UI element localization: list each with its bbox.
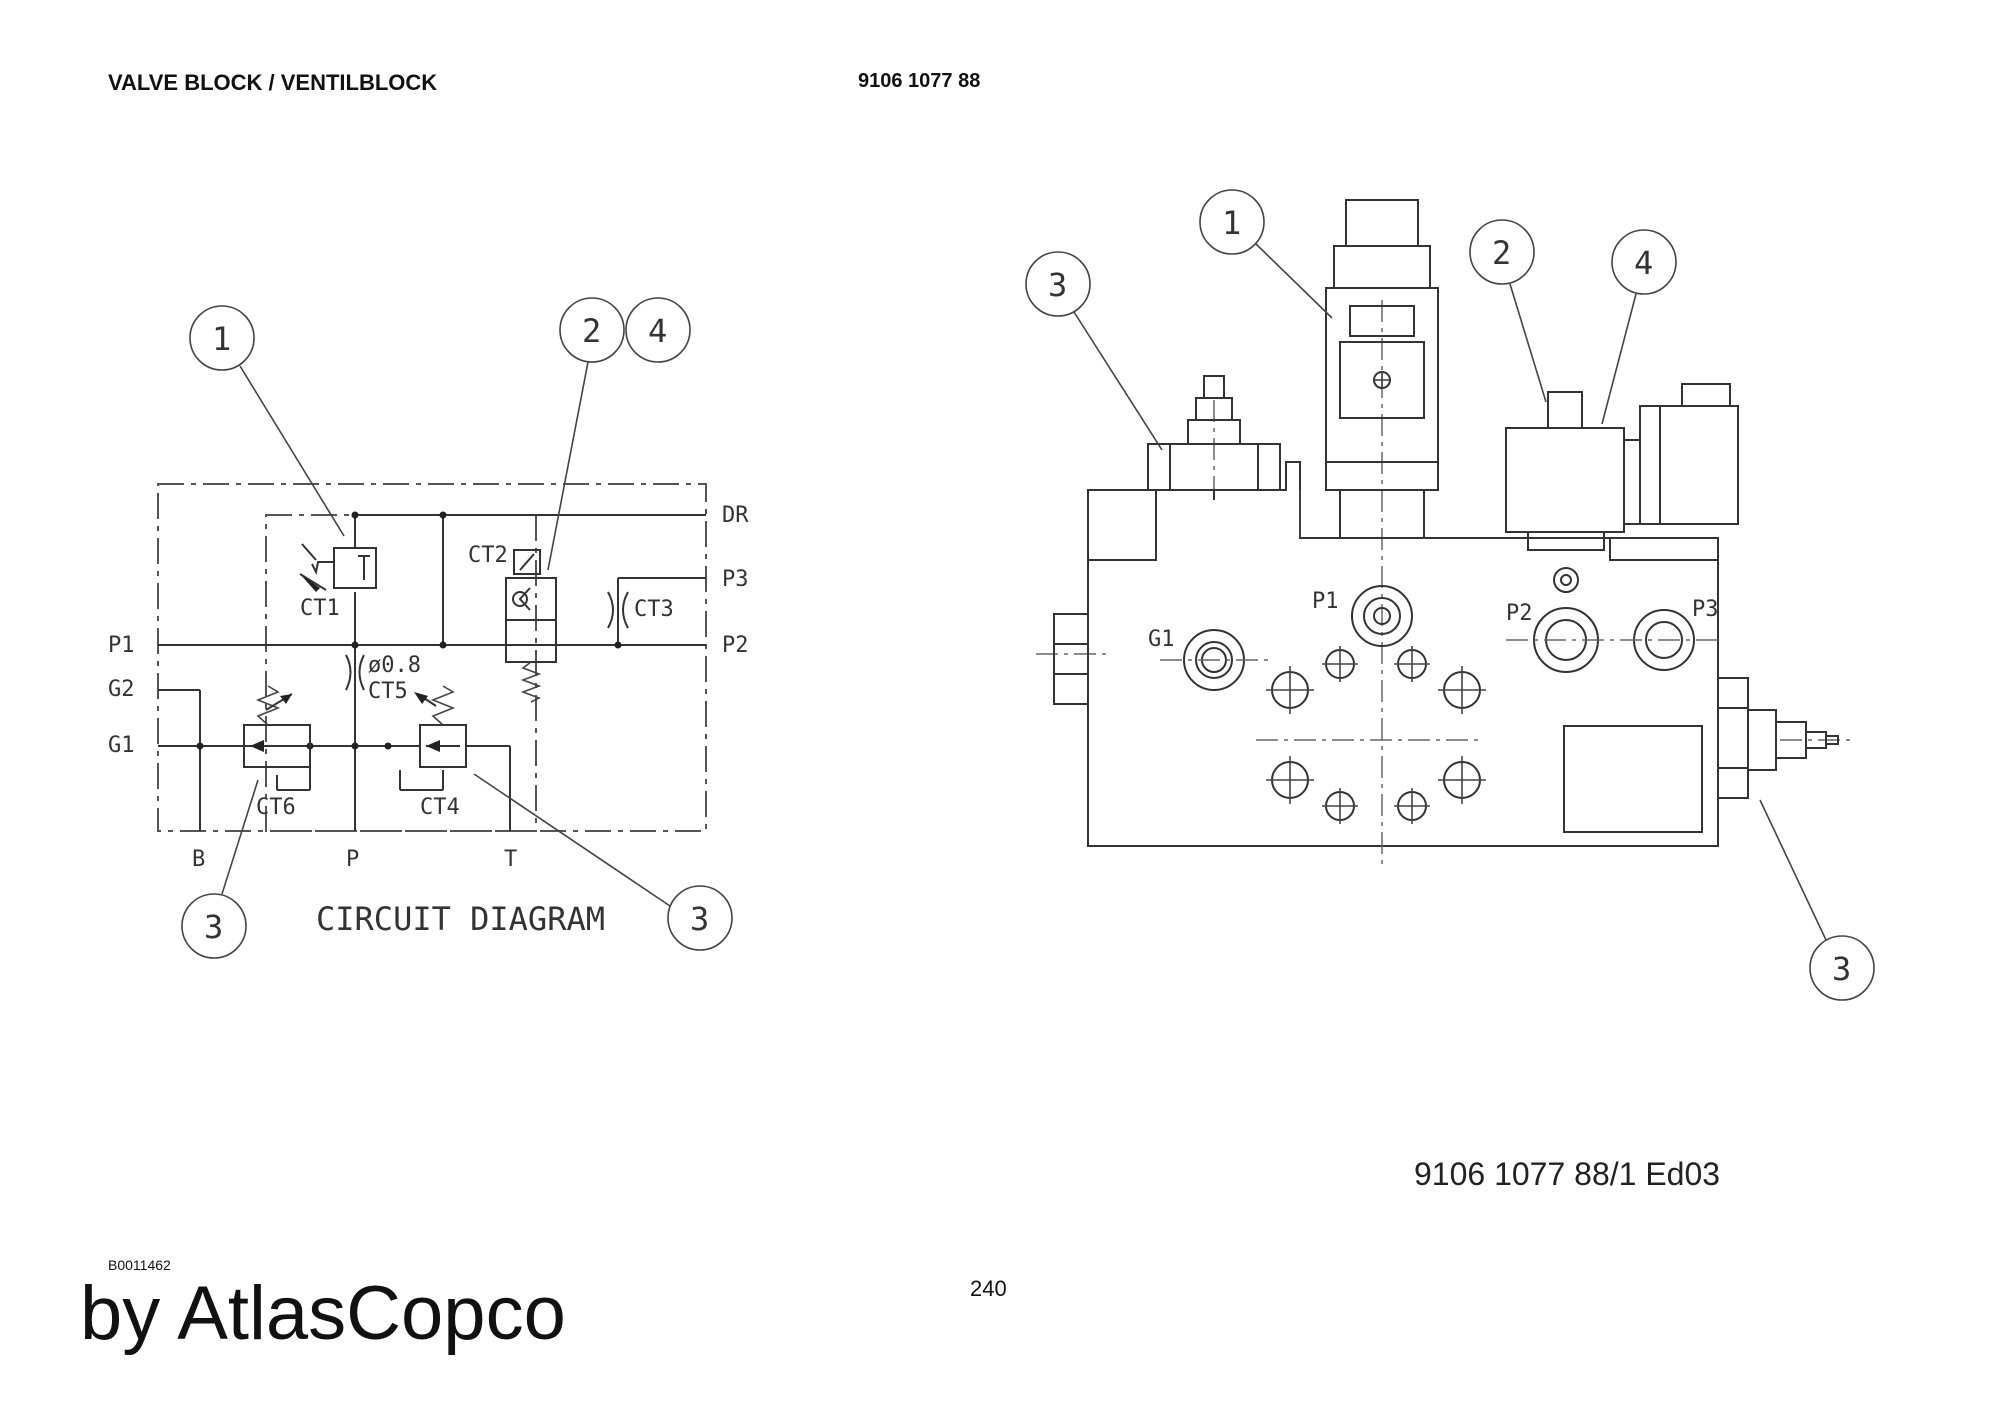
block-port-label-p3: P3	[1692, 597, 1719, 622]
callout-2-circuit: 2	[547, 297, 625, 571]
svg-text:2: 2	[1492, 234, 1511, 272]
block-port-label-p1: P1	[1312, 589, 1339, 614]
component-label-ct4: CT4	[420, 795, 460, 820]
callout-4-block: 4	[1601, 229, 1677, 425]
svg-text:2: 2	[582, 312, 601, 350]
port-label-dr: DR	[722, 503, 749, 528]
right-side-adjuster	[1717, 677, 1839, 799]
svg-text:3: 3	[204, 908, 223, 946]
junction-dots	[196, 511, 622, 750]
callout-4-circuit: 4	[625, 297, 691, 363]
port-p1	[1351, 585, 1413, 647]
component-label-ct5: CT5	[368, 679, 408, 704]
document-id: B0011462	[108, 1257, 171, 1273]
ct2-valve-symbol	[505, 549, 557, 703]
ct1-valve-symbol	[299, 543, 377, 592]
port-label-t: T	[504, 847, 517, 872]
svg-text:1: 1	[212, 320, 231, 358]
port-label-p1: P1	[108, 633, 135, 658]
part-number: 9106 1077 88	[858, 70, 981, 92]
brand-watermark: by AtlasCopco	[80, 1271, 566, 1356]
circuit-diagram: DR P3 P2 P1 G2 G1 B P T CT1 CT2 CT3 CT4 …	[108, 297, 749, 959]
port-label-b: B	[192, 847, 205, 872]
hydraulic-lines	[158, 514, 706, 831]
block-port-label-p2: P2	[1506, 601, 1533, 626]
callout-3-circuit-right: 3	[473, 773, 733, 951]
nameplate	[1563, 725, 1703, 833]
valve-2-solenoid	[1505, 383, 1739, 593]
port-label-g1: G1	[108, 733, 135, 758]
top-relief-valve-nut	[1147, 375, 1281, 500]
callout-1-block: 1	[1199, 189, 1333, 319]
drawing-reference: 9106 1077 88/1 Ed03	[1414, 1156, 1721, 1192]
ct3-orifice-symbol	[607, 591, 629, 629]
callout-2-block: 2	[1469, 219, 1547, 403]
port-label-p2: P2	[722, 633, 749, 658]
page-number: 240	[970, 1276, 1007, 1301]
component-label-ct6: CT6	[256, 795, 296, 820]
outer-block-boundary	[157, 483, 707, 832]
page-title: VALVE BLOCK / VENTILBLOCK	[108, 70, 438, 95]
port-label-g2: G2	[108, 677, 135, 702]
port-label-p3: P3	[722, 567, 749, 592]
block-assembly-view: G1 P1 P2 P3 1 3 2 4 3	[1025, 189, 1875, 1001]
callout-3-block-top: 3	[1025, 251, 1163, 451]
component-label-ct1: CT1	[300, 596, 340, 621]
svg-text:3: 3	[1832, 950, 1851, 988]
svg-text:3: 3	[1048, 266, 1067, 304]
block-port-label-g1: G1	[1148, 627, 1175, 652]
svg-text:3: 3	[690, 900, 709, 938]
ct4-valve-symbol	[414, 685, 467, 768]
svg-text:4: 4	[648, 312, 667, 350]
component-label-ct3: CT3	[634, 597, 674, 622]
port-label-p: P	[346, 847, 359, 872]
callout-3-block-bottom: 3	[1759, 799, 1875, 1001]
mounting-holes	[1266, 646, 1486, 824]
ct5-orifice-symbol	[345, 654, 365, 691]
ct6-valve-symbol	[243, 685, 311, 768]
circuit-diagram-title: CIRCUIT DIAGRAM	[316, 900, 605, 938]
callout-3-circuit-left: 3	[181, 779, 259, 959]
valve-1-cartridge	[1325, 199, 1439, 539]
callout-1-circuit: 1	[189, 305, 345, 537]
svg-text:1: 1	[1222, 204, 1241, 242]
left-hex-plug	[1053, 613, 1089, 705]
orifice-size-label: ø0.8	[368, 653, 421, 678]
component-label-ct2: CT2	[468, 543, 508, 568]
svg-text:4: 4	[1634, 244, 1653, 282]
